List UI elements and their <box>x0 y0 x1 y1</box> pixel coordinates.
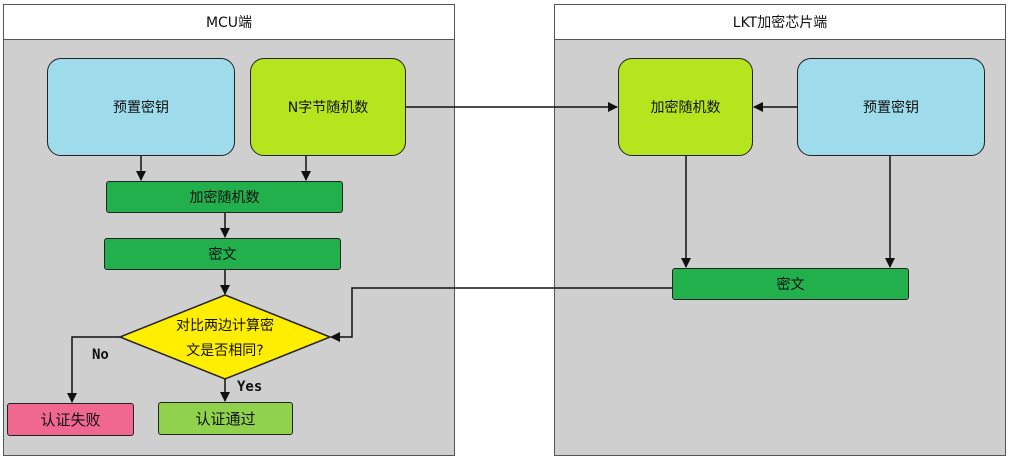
lkt-preset-key-node: 预置密钥 <box>797 58 985 156</box>
compare-decision-text: 对比两边计算密 文是否相同? <box>150 314 300 364</box>
decision-line-2: 文是否相同? <box>186 343 264 359</box>
auth-pass-node: 认证通过 <box>158 402 293 435</box>
mcu-encrypt-random-node: 加密随机数 <box>106 181 343 213</box>
lkt-ciphertext-node: 密文 <box>672 268 909 300</box>
lkt-encrypt-random-node: 加密随机数 <box>618 58 753 156</box>
mcu-random-number-node: N字节随机数 <box>250 58 406 156</box>
yes-label: Yes <box>237 379 263 395</box>
mcu-ciphertext-node: 密文 <box>104 238 341 270</box>
auth-fail-node: 认证失败 <box>7 403 134 436</box>
mcu-panel-title: MCU端 <box>4 5 454 40</box>
no-label: No <box>92 347 109 363</box>
mcu-preset-key-node: 预置密钥 <box>47 58 235 156</box>
lkt-panel-title: LKT加密芯片端 <box>555 5 1005 40</box>
decision-line-1: 对比两边计算密 <box>176 318 274 334</box>
